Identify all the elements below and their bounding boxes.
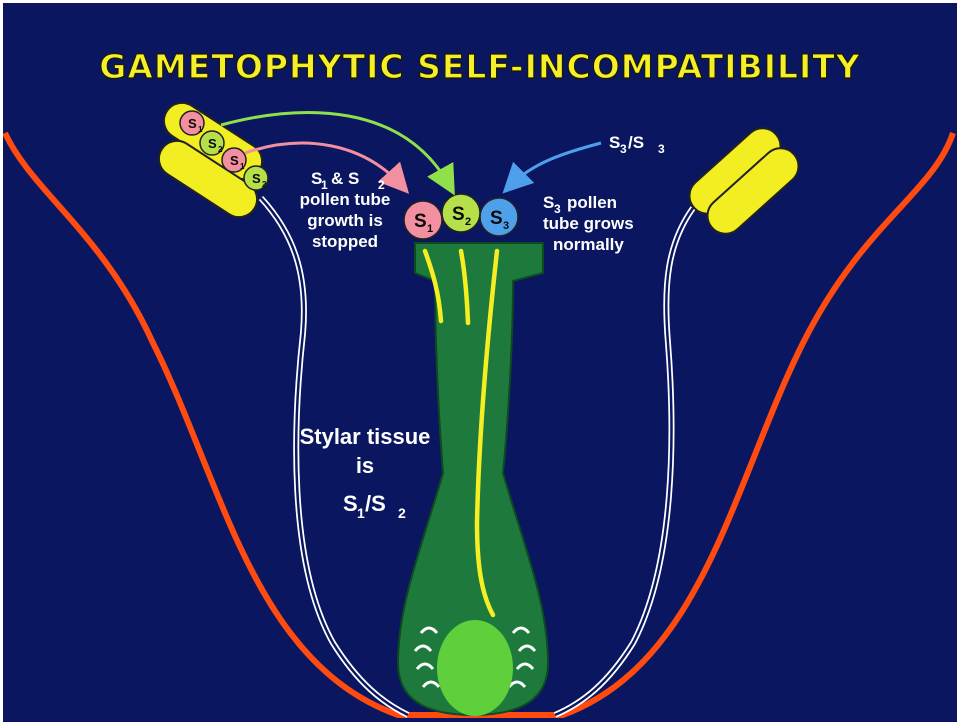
svg-text:S: S — [343, 491, 358, 516]
svg-text:S: S — [452, 204, 465, 225]
svg-text:1: 1 — [240, 162, 245, 171]
anther-right — [682, 121, 806, 241]
svg-text:S: S — [609, 133, 620, 152]
svg-text:3: 3 — [620, 142, 627, 156]
svg-text:is: is — [356, 453, 374, 478]
svg-text:3: 3 — [658, 142, 665, 156]
filament-right — [555, 208, 693, 715]
anther-left — [152, 96, 269, 224]
svg-text:1: 1 — [198, 125, 203, 134]
svg-text:S: S — [252, 171, 261, 186]
svg-text:stopped: stopped — [312, 232, 378, 251]
svg-text:3: 3 — [503, 220, 509, 232]
label-normal: S 3 pollen tube grows normally — [543, 193, 634, 254]
label-stylar-tissue: Stylar tissue is S 1 /S 2 — [300, 424, 431, 521]
diagram-canvas: GAMETOPHYTIC SELF-INCOMPATIBILITY S 1 S … — [3, 3, 957, 722]
label-genotype-right: S 3 /S 3 — [609, 133, 665, 156]
svg-text:/S: /S — [365, 491, 386, 516]
svg-text:S: S — [230, 153, 239, 168]
svg-text:2: 2 — [398, 505, 406, 521]
filament-left — [261, 198, 408, 715]
svg-text:S: S — [208, 136, 217, 151]
diagram-svg: GAMETOPHYTIC SELF-INCOMPATIBILITY S 1 S … — [3, 3, 957, 722]
svg-text:pollen tube: pollen tube — [300, 190, 391, 209]
pollen-grain-s3: S 3 — [480, 198, 518, 236]
svg-text:tube grows: tube grows — [543, 214, 634, 233]
svg-text:1: 1 — [427, 223, 433, 235]
svg-text:2: 2 — [465, 216, 471, 228]
ovule — [437, 620, 513, 716]
svg-text:& S: & S — [331, 169, 359, 188]
svg-text:Stylar tissue: Stylar tissue — [300, 424, 431, 449]
svg-text:S: S — [490, 208, 503, 229]
pollen-grain-s1: S 1 — [404, 201, 442, 239]
svg-text:/S: /S — [628, 133, 644, 152]
diagram-title: GAMETOPHYTIC SELF-INCOMPATIBILITY — [99, 47, 861, 86]
label-stopped: S 1 & S 2 pollen tube growth is stopped — [300, 169, 391, 251]
svg-text:2: 2 — [218, 145, 223, 154]
svg-text:1: 1 — [357, 505, 365, 521]
svg-text:S: S — [543, 193, 554, 212]
svg-text:S: S — [414, 211, 427, 232]
svg-text:S: S — [188, 116, 197, 131]
pollen-grain-s2: S 2 — [442, 194, 480, 232]
svg-text:normally: normally — [553, 235, 624, 254]
svg-text:growth is: growth is — [307, 211, 383, 230]
svg-text:pollen: pollen — [567, 193, 617, 212]
svg-text:2: 2 — [262, 180, 267, 189]
arrow-s3 — [511, 143, 601, 185]
